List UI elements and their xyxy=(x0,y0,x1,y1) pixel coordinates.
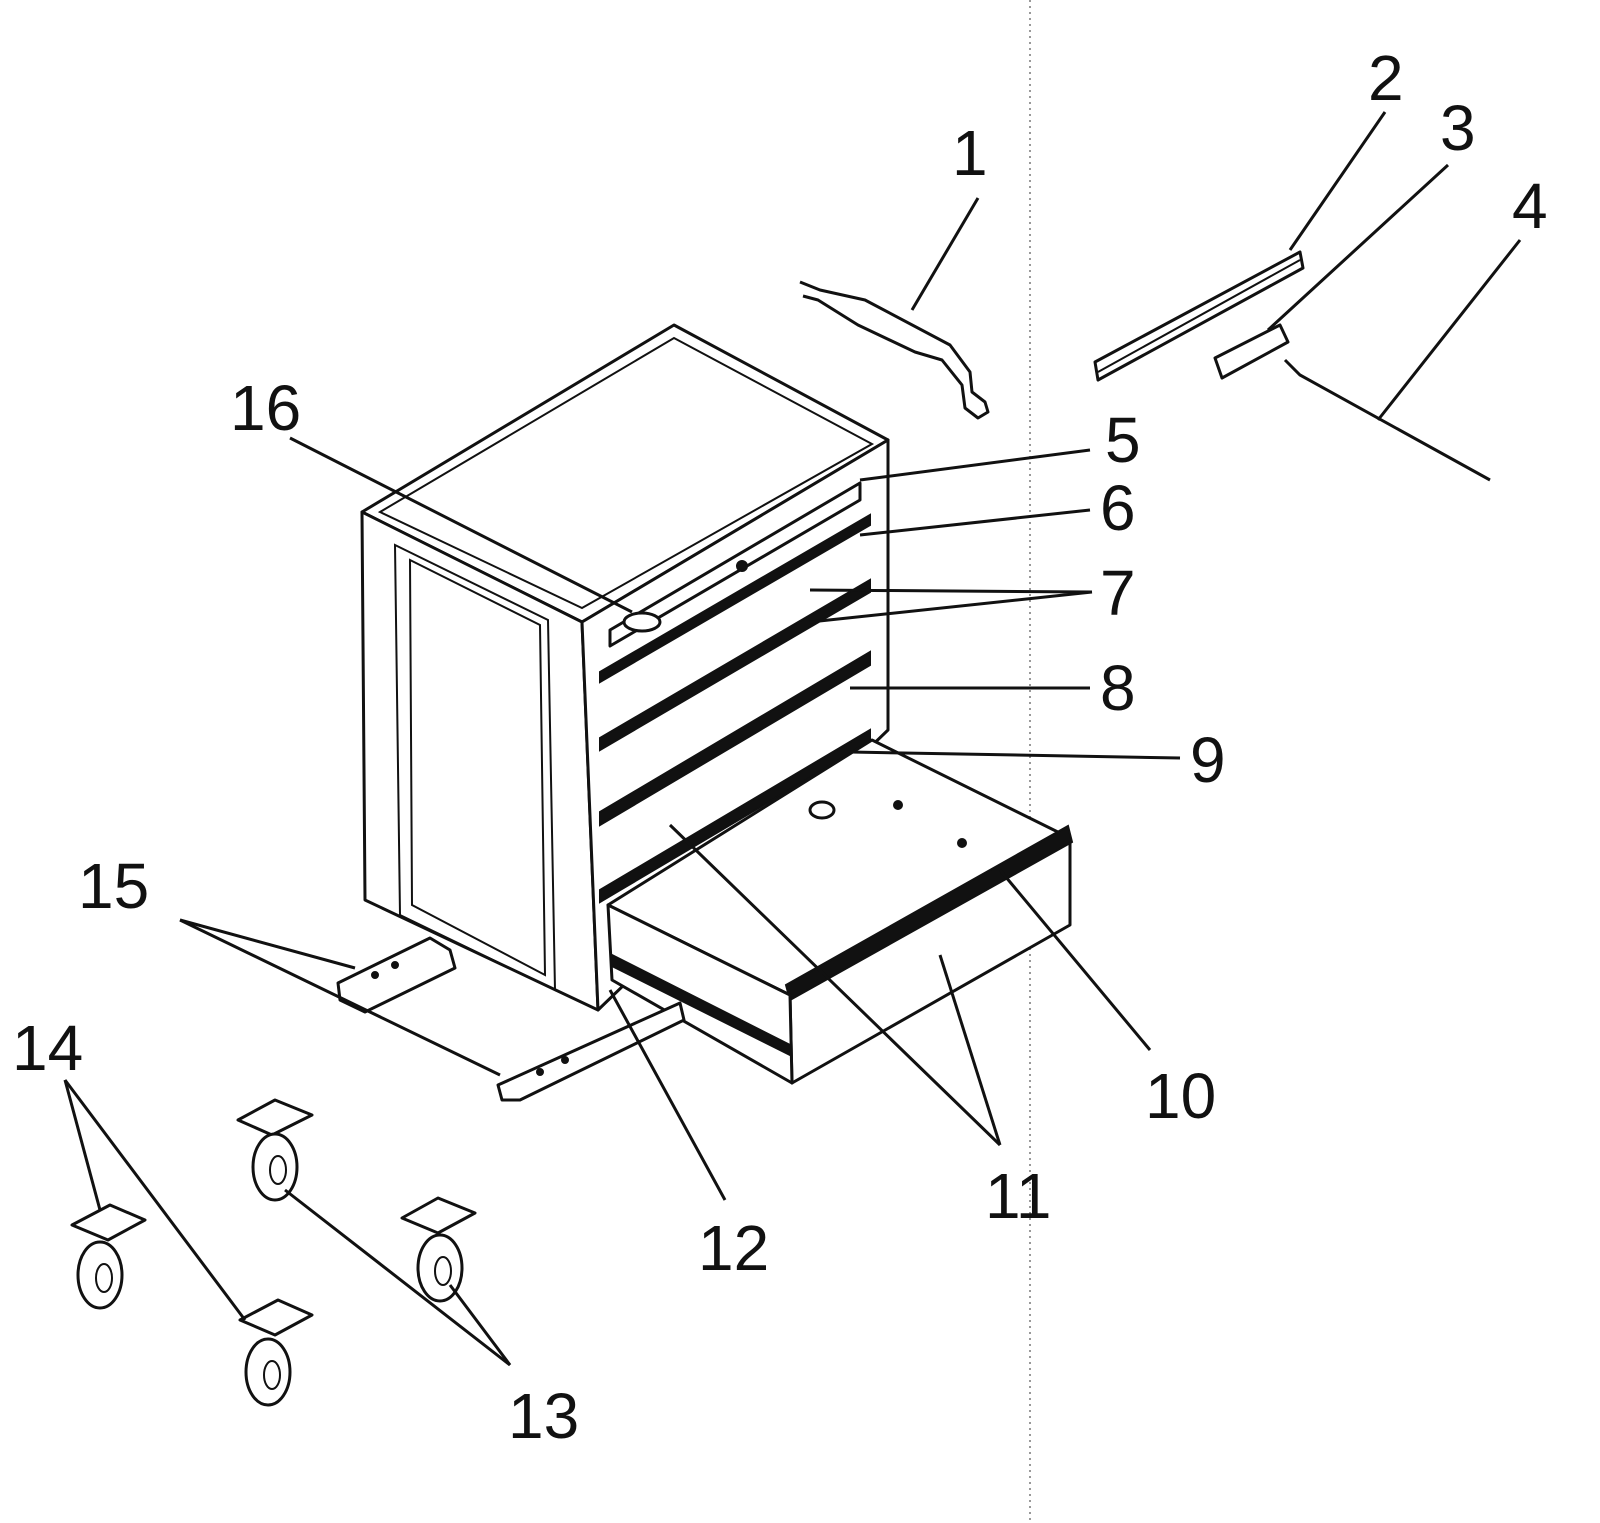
cabinet-top-rim xyxy=(377,336,875,610)
leader-5 xyxy=(859,448,1091,482)
cabinet-lock xyxy=(622,611,662,633)
callout-5: 5 xyxy=(1105,404,1141,476)
callout-16: 16 xyxy=(230,372,301,444)
part-2-groove xyxy=(1097,259,1301,373)
leader-15b xyxy=(179,918,501,1077)
leader-7a xyxy=(809,588,1093,594)
cabinet-left-panel xyxy=(393,543,557,992)
caster-plate xyxy=(400,1196,477,1235)
callout-4: 4 xyxy=(1512,170,1548,242)
leader-15a xyxy=(179,918,356,970)
leader-11a xyxy=(668,823,1002,1147)
callout-10: 10 xyxy=(1145,1060,1216,1132)
caster-hub xyxy=(434,1256,452,1286)
leader-9 xyxy=(849,750,1181,760)
callout-14: 14 xyxy=(12,1012,83,1084)
callout-9: 9 xyxy=(1190,724,1226,796)
caster-wheel xyxy=(251,1132,299,1202)
callout-13: 13 xyxy=(508,1380,579,1452)
callout-15: 15 xyxy=(78,850,149,922)
callout-8: 8 xyxy=(1100,652,1136,724)
drawer-dot-2 xyxy=(957,838,967,848)
leader-16 xyxy=(289,436,633,614)
leader-lines xyxy=(63,111,1522,1367)
leader-13b xyxy=(448,1284,512,1366)
drawer-rail xyxy=(611,953,791,1057)
cabinet xyxy=(360,323,890,1012)
caster-14a xyxy=(70,1203,147,1310)
part-3-slide-block xyxy=(1213,323,1290,380)
leader-1 xyxy=(910,197,980,311)
drawer-hole xyxy=(808,800,836,820)
callout-6: 6 xyxy=(1100,472,1136,544)
caster-wheel xyxy=(244,1337,292,1407)
part-4-shape xyxy=(1283,358,1491,482)
bracket-hole xyxy=(391,961,399,969)
caster-14b xyxy=(238,1298,314,1407)
part-1-bracket xyxy=(799,280,990,420)
bracket-hole xyxy=(561,1056,569,1064)
cabinet-left-inner xyxy=(408,558,547,977)
leader-11b xyxy=(938,954,1002,1146)
caster-plate xyxy=(236,1098,314,1137)
bracket-hole xyxy=(371,971,379,979)
leader-4 xyxy=(1376,239,1522,421)
drawer-gap-3 xyxy=(599,650,871,827)
leader-14b xyxy=(63,1079,247,1321)
part-2-slide-rail xyxy=(1093,250,1305,382)
bracket-hole xyxy=(536,1068,544,1076)
base-brackets xyxy=(336,936,686,1102)
callout-1: 1 xyxy=(952,117,988,189)
caster-13a xyxy=(236,1098,314,1202)
caster-13b xyxy=(400,1196,477,1303)
callouts: 1 2 3 4 5 6 7 8 9 10 11 12 13 14 15 16 xyxy=(12,42,1548,1452)
open-drawer xyxy=(606,738,1074,1085)
callout-11: 11 xyxy=(985,1160,1051,1232)
drawer-left-wall xyxy=(606,903,794,1085)
drawer-gap-2 xyxy=(599,578,871,752)
drawer-knob xyxy=(736,560,748,572)
leader-12 xyxy=(608,989,727,1201)
callout-2: 2 xyxy=(1368,42,1404,114)
caster-wheel xyxy=(76,1240,124,1310)
callout-3: 3 xyxy=(1440,92,1476,164)
caster-hub xyxy=(95,1263,113,1293)
leader-13a xyxy=(284,1188,511,1367)
drawer-gap-1 xyxy=(599,513,871,684)
leader-6 xyxy=(859,508,1091,537)
leader-2 xyxy=(1288,111,1387,251)
bracket-front xyxy=(496,1001,686,1102)
part-1-shape xyxy=(799,280,990,420)
leader-7b xyxy=(809,590,1093,624)
bracket-rear xyxy=(336,936,457,1014)
leader-3 xyxy=(1266,163,1450,332)
callout-12: 12 xyxy=(698,1212,769,1284)
caster-hub xyxy=(263,1360,281,1390)
drawer-dot-1 xyxy=(893,800,903,810)
top-drawer-bar xyxy=(608,481,862,648)
caster-plate xyxy=(70,1203,147,1242)
caster-hub xyxy=(269,1155,287,1185)
leader-10 xyxy=(998,869,1152,1051)
leader-14a xyxy=(63,1079,102,1211)
part-3-shape xyxy=(1213,323,1290,380)
callout-7: 7 xyxy=(1100,557,1136,629)
caster-plate xyxy=(238,1298,314,1337)
part-4-rod xyxy=(1283,358,1491,482)
